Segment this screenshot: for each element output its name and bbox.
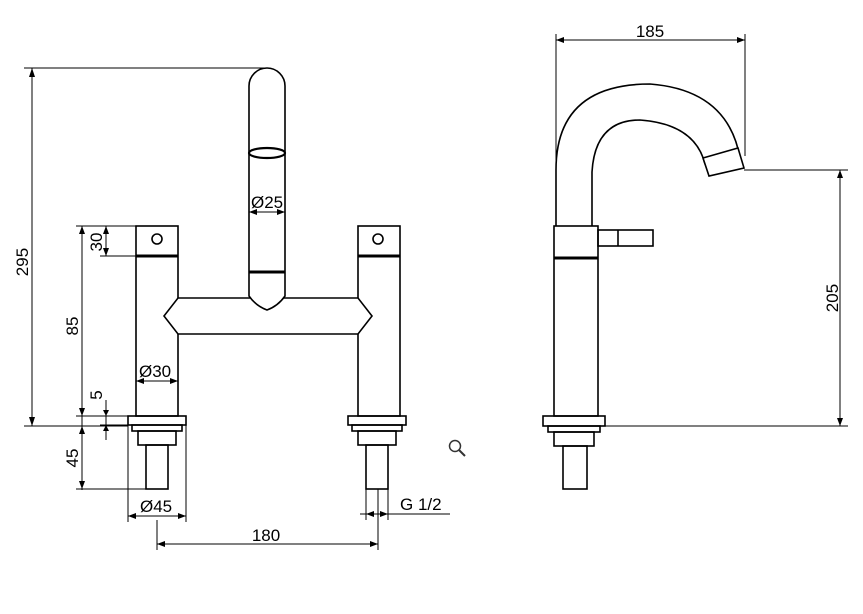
front-view <box>127 67 407 490</box>
dim-spout-height: 205 <box>823 284 842 312</box>
side-dimensions <box>555 34 848 427</box>
dim-total-height: 295 <box>13 248 32 276</box>
dim-handle-height: 30 <box>87 233 106 252</box>
dim-body-height: 85 <box>63 317 82 336</box>
front-spout <box>248 67 286 311</box>
side-lever <box>597 229 654 247</box>
dim-spout-reach: 185 <box>636 22 664 41</box>
front-dimensions <box>24 67 450 550</box>
dim-body-diameter: Ø30 <box>139 362 171 381</box>
magnifier-icon[interactable] <box>448 439 466 457</box>
dim-flange: 5 <box>87 390 106 399</box>
dim-thread: G 1/2 <box>400 495 442 514</box>
bridge <box>162 297 374 335</box>
dim-shank-length: 45 <box>63 449 82 468</box>
dim-base-diameter: Ø45 <box>140 497 172 516</box>
side-body <box>553 225 599 417</box>
dim-centers: 180 <box>252 526 280 545</box>
dim-spout-diameter: Ø25 <box>251 193 283 212</box>
side-view <box>542 83 746 490</box>
